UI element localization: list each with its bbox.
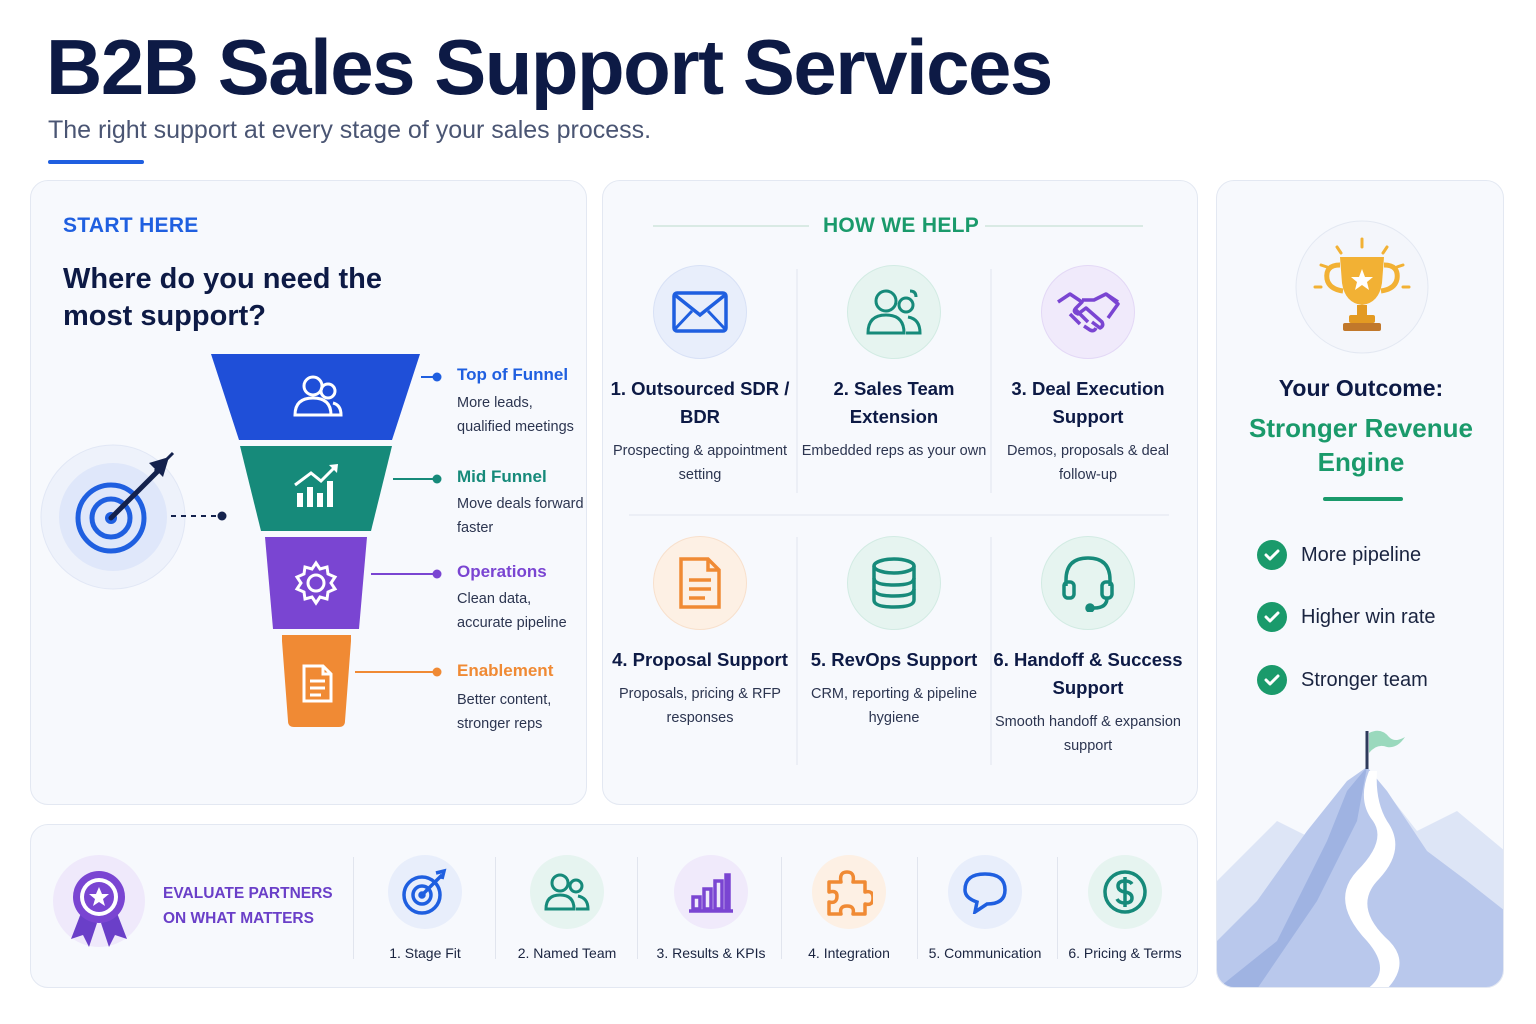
checkmark-icon [1257, 540, 1287, 570]
how-we-help-eyebrow: HOW WE HELP [822, 214, 980, 237]
service-title: 2. Sales Team Extension [833, 378, 955, 427]
outcome-item-team: Stronger team [1257, 665, 1428, 695]
service-title: 5. RevOps Support [810, 649, 978, 670]
service-desc: CRM, reporting & pipeline hygiene [810, 686, 978, 726]
dollar-icon [1088, 855, 1162, 929]
criterion-label: 3. Results & KPIs [656, 945, 766, 961]
outcome-item-pipeline: More pipeline [1257, 540, 1421, 570]
criterion-results-kpis[interactable]: 3. Results & KPIs [641, 855, 781, 961]
service-title: 1. Outsourced SDR / BDR [610, 378, 790, 427]
checkmark-icon [1257, 602, 1287, 632]
target-icon [40, 444, 186, 590]
service-card-team-extension[interactable]: 2. Sales Team Extension Embedded reps as… [797, 265, 991, 463]
stage-title-mid-funnel: Mid Funnel [457, 467, 547, 486]
service-desc: Smooth handoff & expansion support [995, 714, 1181, 754]
bar-chart-icon [674, 855, 748, 929]
gear-icon [294, 560, 338, 606]
criterion-stage-fit[interactable]: 1. Stage Fit [355, 855, 495, 961]
service-card-deal-execution[interactable]: 3. Deal Execution Support Demos, proposa… [991, 265, 1185, 487]
criterion-pricing-terms[interactable]: 6. Pricing & Terms [1055, 855, 1195, 961]
criterion-integration[interactable]: 4. Integration [779, 855, 919, 961]
stage-title-enablement: Enablement [457, 661, 554, 680]
outcome-artwork [1217, 220, 1503, 987]
evaluate-partners-panel: EVALUATE PARTNERS ON WHAT MATTERS 1. Sta… [30, 824, 1198, 988]
outcome-lead: Your Outcome: [1278, 375, 1444, 401]
document-icon [302, 664, 333, 703]
service-desc: Proposals, pricing & RFP responses [619, 686, 781, 726]
growth-chart-icon [294, 464, 338, 507]
help-dividers [629, 225, 1169, 765]
outcome-label: More pipeline [1301, 543, 1422, 566]
how-we-help-panel: HOW WE HELP 1. Outsourced SDR / BDR Pros… [602, 180, 1198, 805]
criterion-label: 5. Communication [928, 945, 1042, 961]
criterion-label: 4. Integration [808, 945, 890, 961]
criterion-label: 1. Stage Fit [389, 945, 461, 961]
service-card-sdr[interactable]: 1. Outsourced SDR / BDR Prospecting & ap… [603, 265, 797, 487]
stage-title-top-funnel: Top of Funnel [457, 365, 569, 384]
page-subtitle: The right support at every stage of your… [48, 116, 652, 144]
criterion-communication[interactable]: 5. Communication [915, 855, 1055, 961]
chat-bubble-icon [948, 855, 1022, 929]
title-underline [48, 160, 144, 164]
criterion-named-team[interactable]: 2. Named Team [497, 855, 637, 961]
handshake-icon [1041, 265, 1135, 359]
start-here-panel: START HERE Where do you need the most su… [30, 180, 587, 805]
outcome-item-win-rate: Higher win rate [1257, 602, 1436, 632]
outcome-headline: Stronger Revenue Engine [1249, 413, 1473, 477]
service-title: 3. Deal Execution Support [1011, 378, 1165, 427]
funnel-layer-ops[interactable] [265, 537, 367, 629]
service-desc: Prospecting & appointment setting [612, 443, 788, 483]
team-icon [847, 265, 941, 359]
evaluate-title: EVALUATE PARTNERS ON WHAT MATTERS [163, 885, 333, 927]
criterion-label: 6. Pricing & Terms [1068, 945, 1182, 961]
stage-desc-operations: Clean data, accurate pipeline [457, 591, 567, 631]
team-icon [530, 855, 604, 929]
service-title: 6. Handoff & Success Support [993, 649, 1183, 698]
outcome-label: Stronger team [1301, 668, 1428, 691]
outcome-label: Higher win rate [1301, 605, 1436, 628]
users-icon [293, 375, 343, 417]
service-card-proposal[interactable]: 4. Proposal Support Proposals, pricing &… [603, 536, 797, 730]
start-question: Where do you need the most support? [63, 263, 383, 332]
criterion-label: 2. Named Team [517, 945, 617, 961]
outcome-panel: Your Outcome: Stronger Revenue Engine Mo… [1216, 180, 1504, 988]
service-desc: Demos, proposals & deal follow-up [1007, 443, 1169, 483]
service-desc: Embedded reps as your own [801, 443, 987, 459]
start-eyebrow: START HERE [63, 214, 199, 237]
stage-desc-top-funnel: More leads, qualified meetings [457, 395, 574, 435]
envelope-icon [653, 265, 747, 359]
award-ribbon-icon [53, 855, 145, 947]
headset-icon [1041, 536, 1135, 630]
page-title: B2B Sales Support Services [46, 23, 1053, 111]
service-card-handoff[interactable]: 6. Handoff & Success Support Smooth hand… [991, 536, 1185, 758]
mountain-illustration [1217, 730, 1503, 987]
puzzle-icon [812, 855, 886, 929]
stage-title-operations: Operations [457, 562, 547, 581]
outcome-underline [1323, 497, 1403, 501]
target-icon [388, 855, 462, 929]
service-card-revops[interactable]: 5. RevOps Support CRM, reporting & pipel… [797, 536, 991, 730]
stage-desc-enablement: Better content, stronger reps [457, 692, 552, 732]
document-icon [653, 536, 747, 630]
database-icon [847, 536, 941, 630]
stage-desc-mid-funnel: Move deals forward faster [457, 496, 584, 536]
trophy-icon [1295, 220, 1429, 354]
service-title: 4. Proposal Support [612, 649, 788, 670]
funnel-diagram [40, 354, 442, 727]
funnel-layer-mid[interactable] [240, 446, 392, 531]
checkmark-icon [1257, 665, 1287, 695]
